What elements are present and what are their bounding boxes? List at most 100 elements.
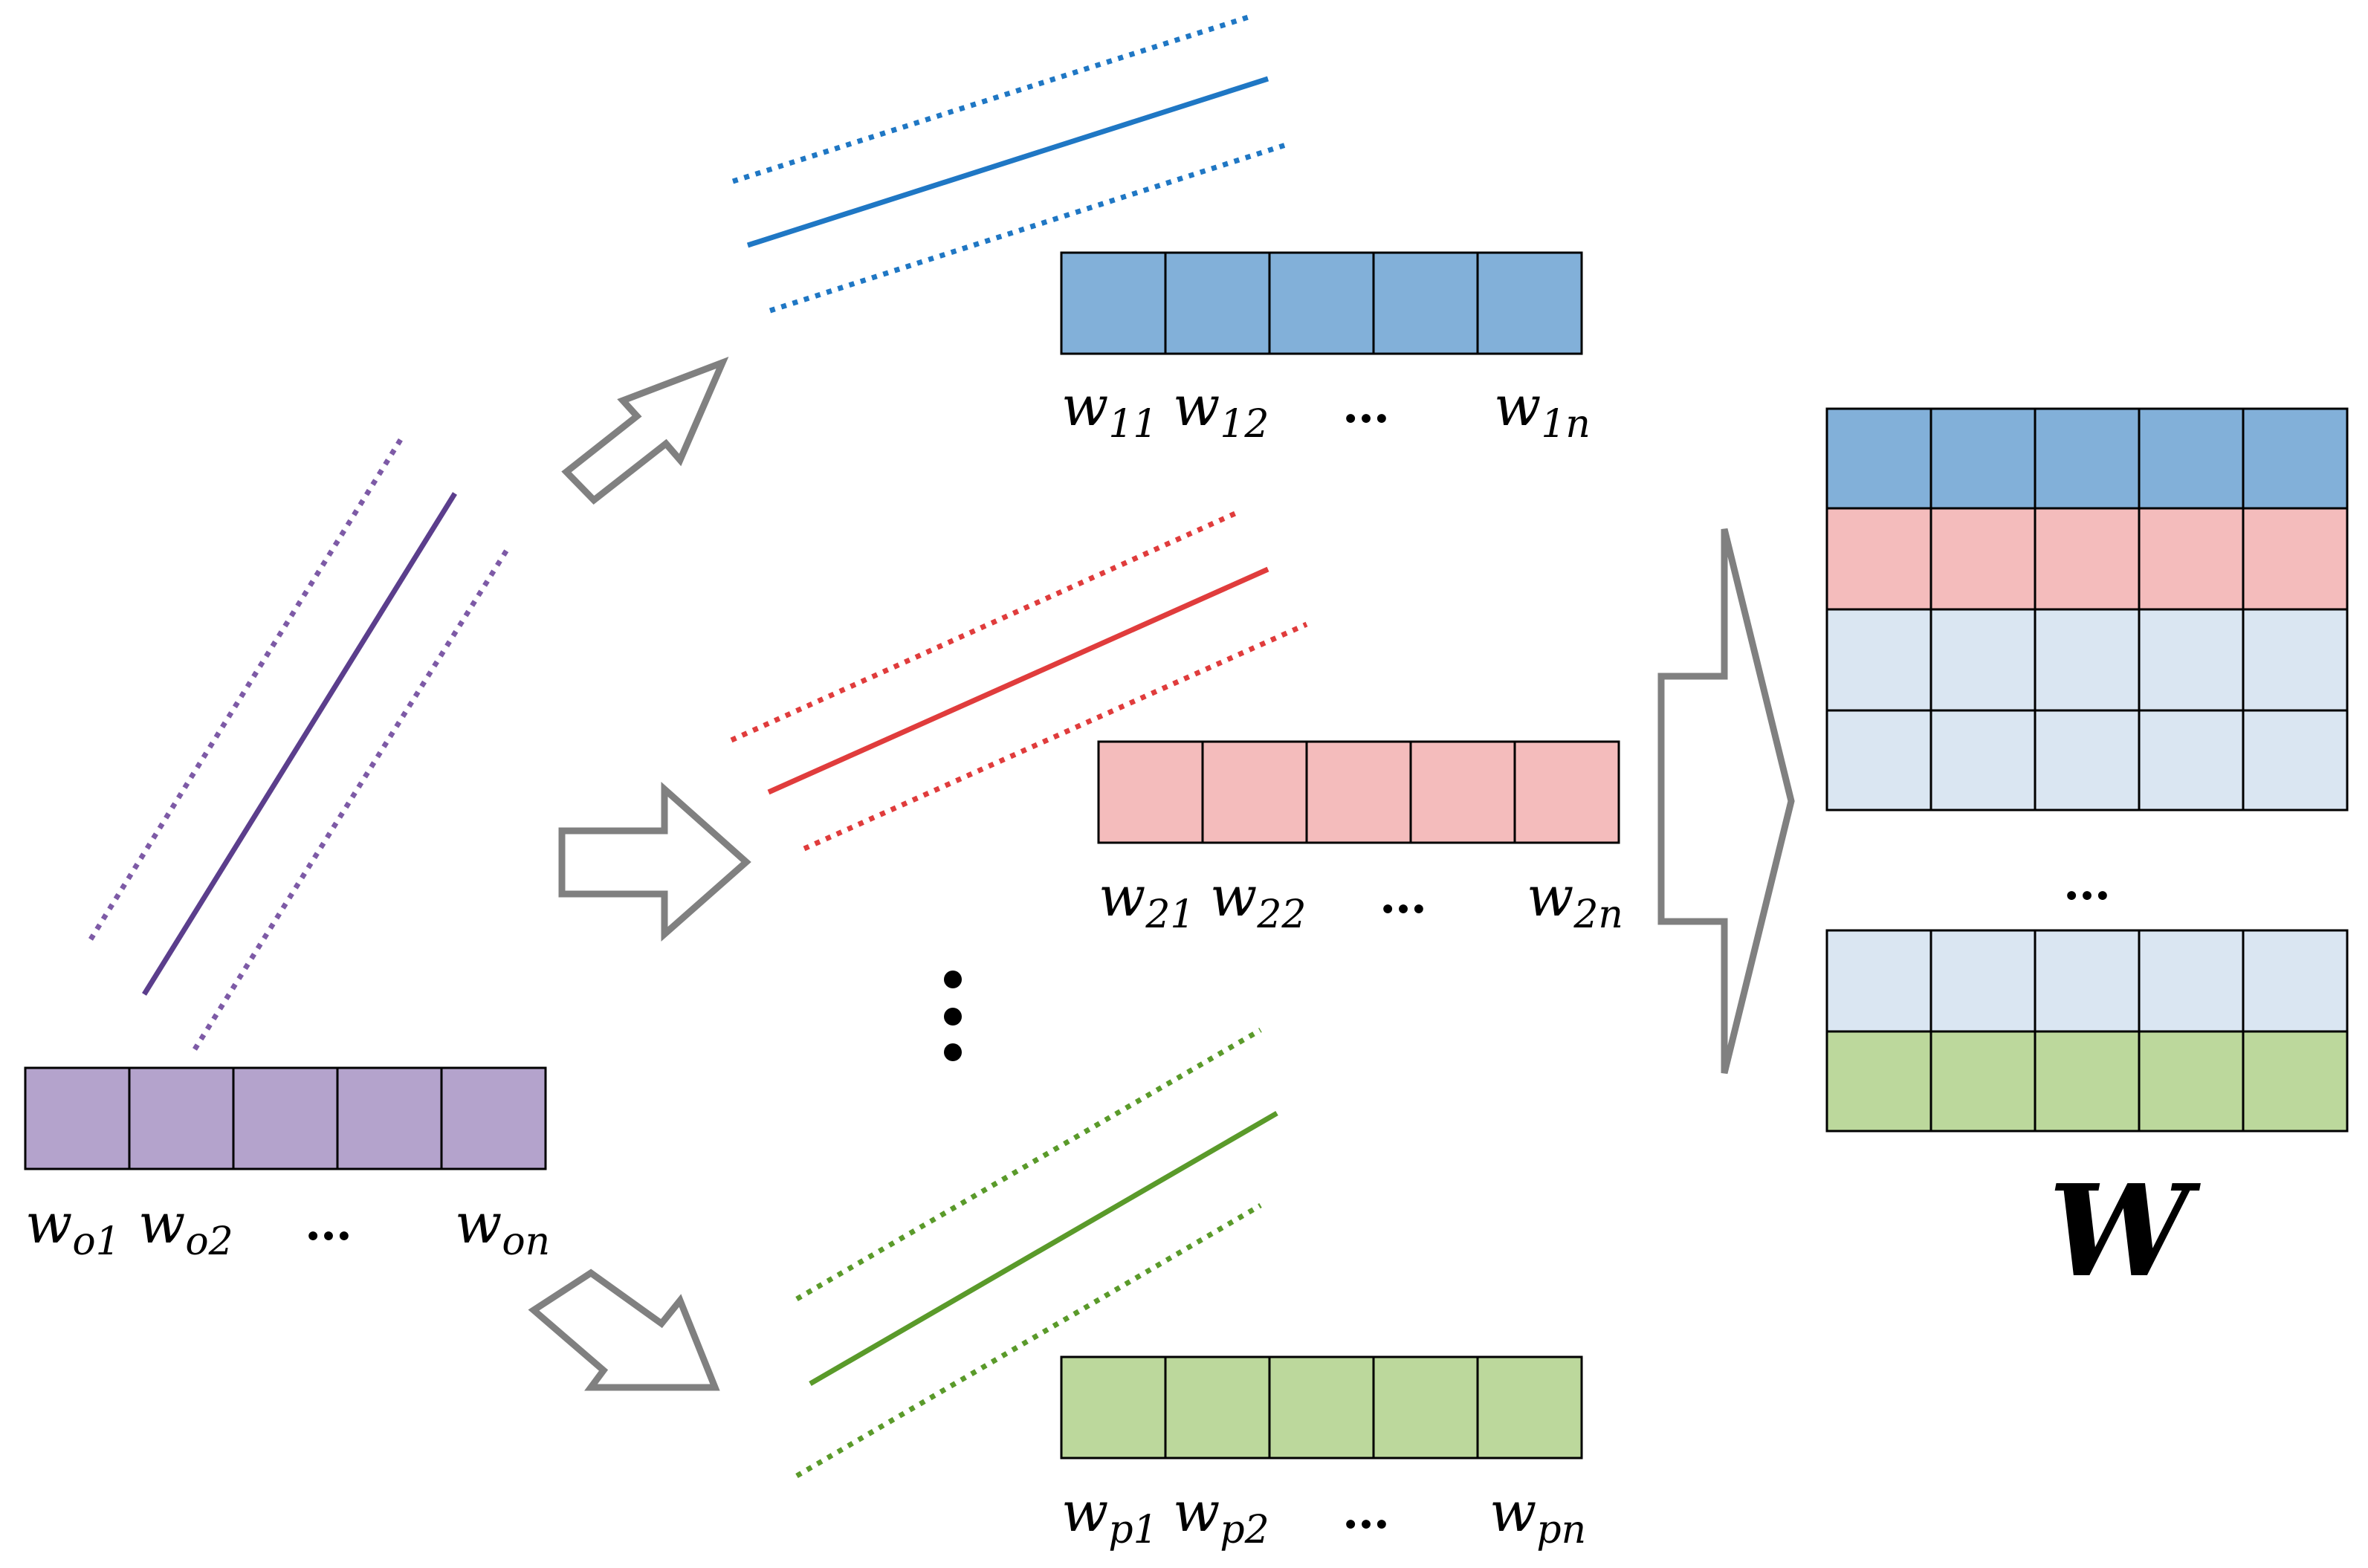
purple-solid-line [142,492,457,996]
label-wo2: wo2 [138,1192,233,1264]
green-solid-line [809,1110,1278,1387]
rowp-cell-2 [1164,1355,1271,1460]
label-wp2: wp2 [1173,1480,1269,1552]
row1-cell-2 [1164,251,1271,355]
matrix-cell [2138,407,2245,510]
original-cell-5 [440,1066,547,1170]
matrix-cell [1825,608,1932,712]
rowp-labels: wp1 wp2 … wpn [1061,1480,1586,1552]
red-dotted-lower [803,621,1308,852]
vertical-ellipsis-dot [944,1043,962,1061]
matrix-cell [1825,407,1932,510]
rowp-cell-1 [1060,1355,1167,1460]
row2-labels: w21 w22 … w2n [1099,865,1623,937]
original-perturbation-lines [88,437,509,1051]
matrix-cell [2138,709,2245,811]
arrow-to-matrix [1657,528,1795,1075]
arrow-to-row2 [558,781,751,942]
row2-cell-5 [1513,740,1620,844]
row1-cell-1 [1060,251,1167,355]
matrix-cell [2242,929,2349,1033]
row2-cell-4 [1409,740,1516,844]
matrix-cell [1825,709,1932,811]
row2-cell-2 [1201,740,1308,844]
matrix-cell [2138,1030,2245,1133]
original-vector [24,1066,547,1170]
label-ellipsis: … [1379,869,1427,924]
row2-cell-3 [1305,740,1412,844]
label-won: won [455,1192,550,1264]
original-cell-4 [336,1066,443,1170]
row1-perturbation-lines [731,13,1292,314]
matrix-cell [2034,507,2141,611]
matrix-cell [2034,608,2141,712]
matrix-cell [2034,929,2141,1033]
row1-labels: w11 w12 … w1n [1061,375,1591,447]
matrix-cell [2242,407,2349,510]
matrix-w [1825,407,2349,1133]
matrix-cell [1825,507,1932,611]
matrix-ellipsis: … [2063,855,2111,911]
label-w21: w21 [1099,865,1195,937]
row2-perturbation-lines [730,510,1308,852]
original-cell-1 [24,1066,131,1170]
original-cell-2 [128,1066,235,1170]
rowp-cell-3 [1268,1355,1375,1460]
row1-cell-4 [1372,251,1479,355]
rowp-vector [1060,1355,1583,1460]
matrix-cell [1929,929,2037,1033]
blue-dotted-lower [769,140,1292,314]
label-wpn: wpn [1489,1480,1586,1552]
row1-cell-5 [1476,251,1583,355]
matrix-cell [2138,507,2245,611]
original-cell-3 [232,1066,339,1170]
blue-dotted-upper [731,13,1255,184]
matrix-cell [1929,709,2037,811]
label-wp1: wp1 [1061,1480,1158,1552]
label-w22: w22 [1210,865,1307,937]
matrix-cell [2138,608,2245,712]
matrix-cell [2138,929,2245,1033]
vertical-ellipsis-dot [944,1008,962,1026]
original-labels: wo1 wo2 … won [25,1192,550,1264]
matrix-cell [2242,709,2349,811]
matrix-cell [1929,608,2037,712]
label-w11: w11 [1061,375,1158,447]
label-ellipsis: … [305,1196,352,1251]
blue-solid-line [746,76,1269,248]
row2-vector [1097,740,1620,844]
rowp-cell-5 [1476,1355,1583,1460]
arrow-to-row1 [561,356,729,505]
matrix-cell [2034,1030,2141,1133]
label-wo1: wo1 [25,1192,120,1264]
matrix-cell [1929,1030,2037,1133]
purple-dotted-upper [88,437,404,941]
matrix-cell [1929,407,2037,510]
rowp-cell-4 [1372,1355,1479,1460]
label-w12: w12 [1173,375,1269,447]
matrix-label: W [2048,1157,2201,1306]
matrix-cell [1825,929,1932,1033]
red-solid-line [767,566,1269,795]
matrix-cell [2034,709,2141,811]
matrix-cell [2034,407,2141,510]
label-w2n: w2n [1527,865,1623,937]
label-ellipsis: … [1342,1484,1390,1540]
rowp-perturbation-lines [795,1027,1278,1479]
purple-dotted-lower [193,548,509,1051]
row1-vector [1060,251,1583,355]
matrix-cell [2242,1030,2349,1133]
row1-cell-3 [1268,251,1375,355]
matrix-cell [1825,1030,1932,1133]
matrix-cell [1929,507,2037,611]
matrix-cell [2242,608,2349,712]
row2-cell-1 [1097,740,1204,844]
label-ellipsis: … [1342,378,1390,434]
arrow-to-rowp [528,1269,720,1391]
red-dotted-upper [730,510,1238,743]
vertical-ellipsis [944,971,962,1061]
label-w1n: w1n [1494,375,1591,447]
vertical-ellipsis-dot [944,971,962,988]
matrix-cell [2242,507,2349,611]
